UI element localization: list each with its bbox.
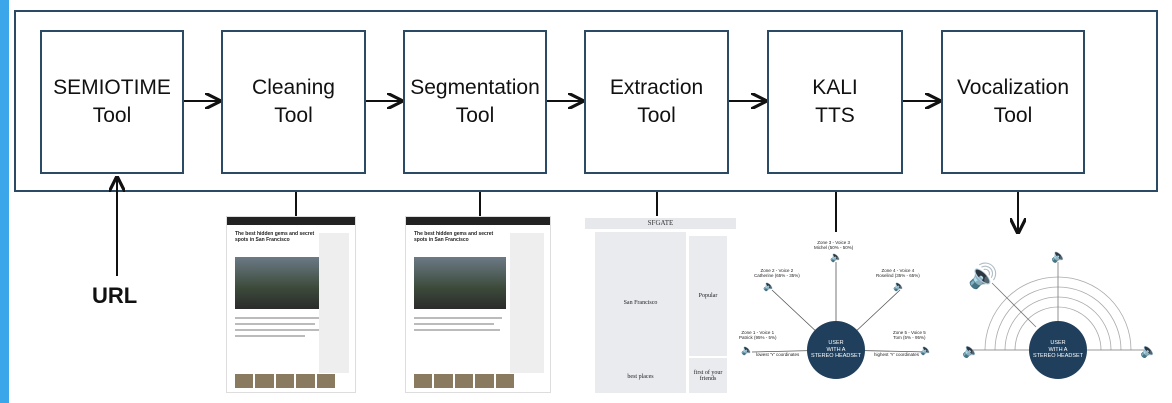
tts-left-axis-label: lowest 'Y' coordinates	[756, 352, 800, 357]
thumb-text-line	[235, 335, 305, 337]
tts-right-axis-label: highest 'Y' coordinates	[874, 352, 919, 357]
cleaning-tool-label: Cleaning Tool	[252, 75, 335, 127]
segmented-article-thumbnail: The best hidden gems and secret spots in…	[405, 216, 551, 393]
vocalization-user-label: USER WITH A STEREO HEADSET	[1032, 339, 1084, 360]
thumb-header-bar	[406, 217, 550, 225]
segment-bottom-left: best places	[595, 361, 686, 393]
thumb-text-line	[414, 323, 494, 325]
vocalization-tool-label: Vocalization Tool	[956, 75, 1070, 127]
speaker-icon: 🔈	[1140, 342, 1158, 358]
speaker-icon: 🔈	[763, 281, 776, 292]
speaker-icon: 🔈	[741, 345, 754, 356]
thumb-headline: The best hidden gems and secret spots in…	[235, 231, 315, 243]
vocalization-tool-box: Vocalization Tool	[941, 30, 1085, 174]
thumb-text-line	[235, 329, 321, 331]
segment-main-label: San Francisco	[623, 300, 658, 306]
segment-side-label: Popular	[698, 293, 718, 299]
thumb-gallery	[235, 374, 336, 388]
segmentation-tool-label: Segmentation Tool	[410, 75, 540, 127]
cleaning-tool-box: Cleaning Tool	[221, 30, 366, 174]
left-accent-bar	[0, 0, 9, 403]
thumb-sidebar	[319, 233, 349, 373]
thumb-gallery	[414, 374, 515, 388]
thumb-text-line	[235, 317, 323, 319]
thumb-text-line	[235, 323, 315, 325]
speaker-large-icon: 🔊	[968, 263, 998, 290]
speaker-icon: 🔈	[962, 342, 980, 358]
thumb-headline: The best hidden gems and secret spots in…	[414, 231, 494, 243]
speaker-icon: 🔈	[920, 345, 933, 356]
layout-title: SFGATE	[585, 218, 736, 229]
extraction-tool-box: Extraction Tool	[584, 30, 729, 174]
url-label: URL	[92, 283, 138, 308]
segment-bottom-right-label: first of your friends	[693, 369, 723, 382]
kali-tts-box: KALI TTS	[767, 30, 903, 174]
thumb-photo	[235, 257, 327, 309]
segment-main: San Francisco	[595, 232, 686, 374]
speaker-icon: 🔈	[830, 252, 843, 263]
extraction-tool-label: Extraction Tool	[609, 75, 704, 127]
speaker-icon: 🔈	[893, 281, 906, 292]
cleaned-article-thumbnail: The best hidden gems and secret spots in…	[226, 216, 356, 393]
kali-tts-label: KALI TTS	[812, 75, 858, 127]
semiotime-tool-label: SEMIOTIME Tool	[53, 75, 171, 127]
segment-bottom-right: first of your friends	[689, 358, 727, 393]
thumb-sidebar	[510, 233, 544, 373]
thumb-text-line	[414, 317, 502, 319]
segment-bottom-left-label: best places	[627, 374, 654, 380]
segment-side: Popular	[689, 236, 727, 356]
thumb-text-line	[414, 329, 500, 331]
tts-user-label: USER WITH A STEREO HEADSET	[810, 339, 862, 360]
extraction-layout: SFGATE San Francisco Popular best places…	[585, 218, 736, 393]
semiotime-tool-box: SEMIOTIME Tool	[40, 30, 184, 174]
vocalization-user-circle: USER WITH A STEREO HEADSET	[1029, 321, 1087, 379]
thumb-photo	[414, 257, 506, 309]
speaker-icon: 🔈	[1051, 248, 1068, 263]
pipeline-frame	[14, 10, 1158, 192]
thumb-header-bar	[227, 217, 355, 225]
segmentation-tool-box: Segmentation Tool	[403, 30, 547, 174]
tts-user-circle: USER WITH A STEREO HEADSET	[807, 321, 865, 379]
